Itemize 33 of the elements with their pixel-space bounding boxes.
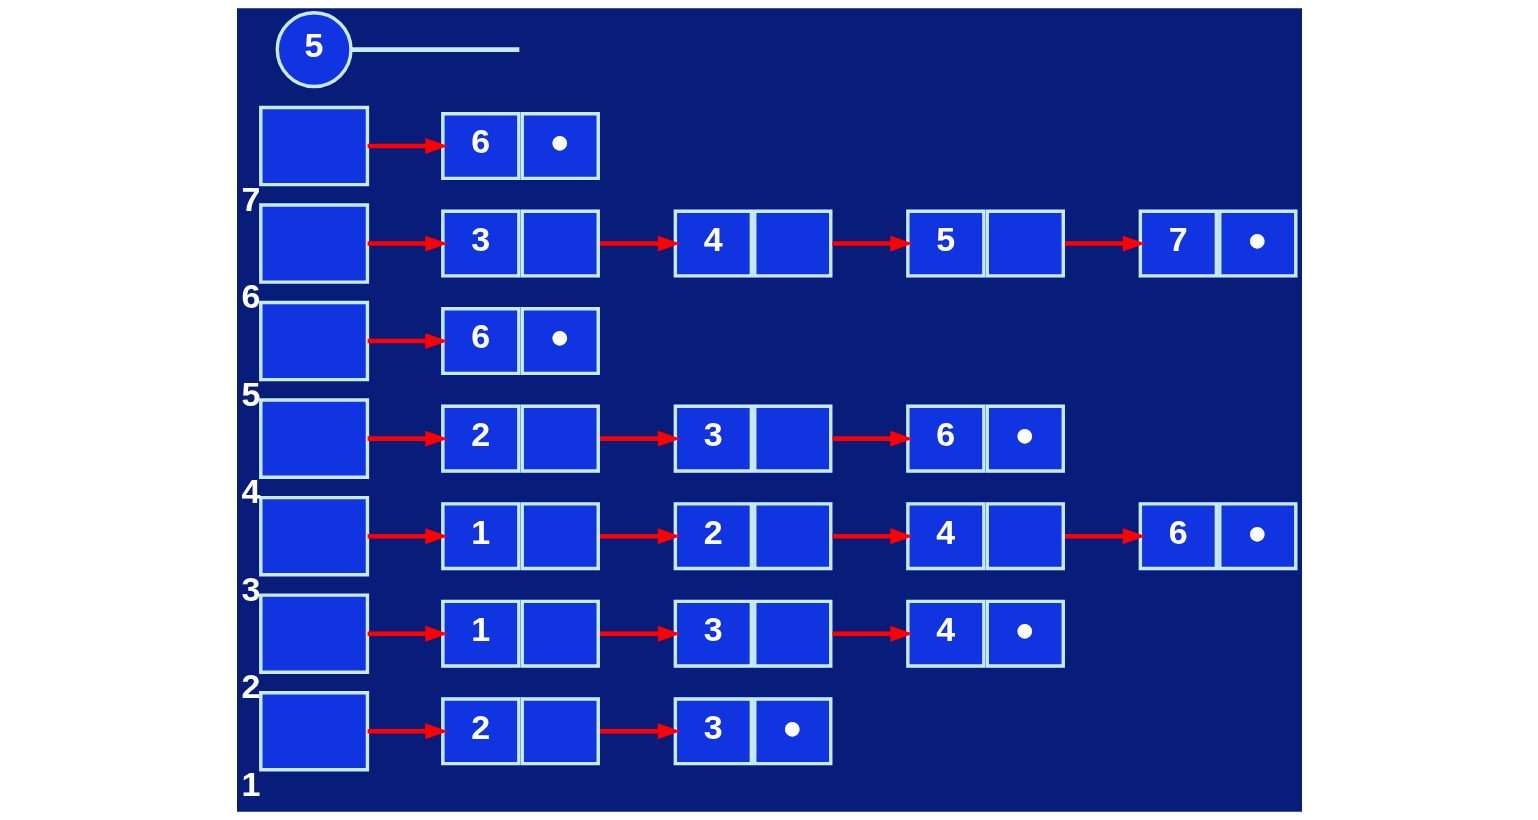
arrow [367, 235, 448, 252]
node-box [258, 398, 369, 479]
arrow [1064, 235, 1146, 252]
node-box [258, 691, 369, 772]
arrow [367, 528, 448, 545]
connector [350, 47, 519, 52]
arrow [367, 138, 448, 154]
node-label: 3 [241, 569, 260, 608]
arrow [599, 528, 681, 545]
arrow [831, 528, 913, 545]
arrow [367, 333, 448, 350]
node-label: 5 [241, 374, 260, 413]
arrow [831, 430, 913, 447]
node-label: 7 [241, 179, 260, 218]
node-label: 2 [241, 667, 260, 706]
arrow [831, 625, 913, 642]
node-label: 1 [241, 764, 260, 803]
arrow [599, 625, 681, 642]
node-circle: 5 [275, 11, 353, 89]
arrow [1064, 528, 1146, 545]
arrow [599, 723, 681, 740]
node-label: 6 [241, 277, 260, 316]
node-box [258, 105, 369, 187]
node-label: 4 [241, 472, 260, 511]
node-box [258, 593, 369, 674]
arrow [367, 430, 448, 447]
arrow [367, 625, 448, 642]
arrow [599, 235, 681, 252]
arrow [367, 723, 448, 740]
arrow [831, 235, 913, 252]
node-box [258, 300, 369, 382]
arrow [599, 430, 681, 447]
node-box [258, 203, 369, 284]
